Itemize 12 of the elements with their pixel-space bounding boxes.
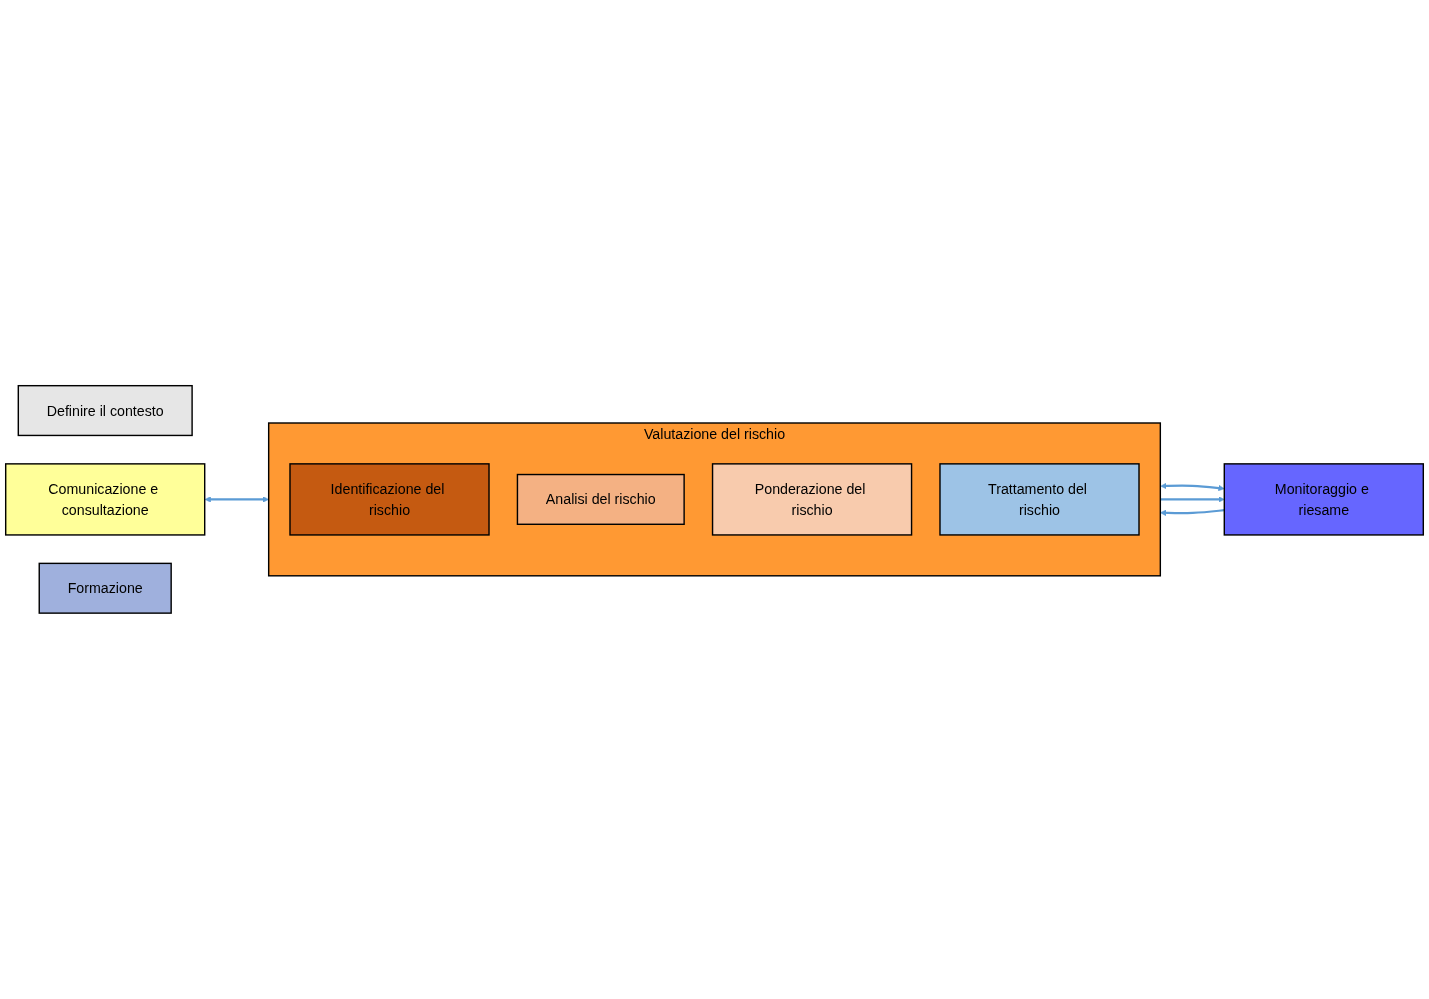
node-box: Ponderazione del rischio [711, 463, 913, 536]
arrow [204, 496, 269, 503]
arrow [1160, 509, 1225, 517]
node-box: Analisi del rischio [516, 473, 685, 526]
node-box: Formazione [38, 562, 172, 614]
node-box: Identificazione del rischio [289, 463, 490, 536]
arrow [1160, 496, 1225, 503]
node-box: Monitoraggio e riesame [1223, 463, 1424, 536]
arrow [1160, 482, 1225, 492]
node-box: Definire il contesto [17, 385, 193, 437]
node-box: Comunicazione e consultazione [5, 463, 206, 536]
node-box: Trattamento del rischio [939, 463, 1140, 536]
